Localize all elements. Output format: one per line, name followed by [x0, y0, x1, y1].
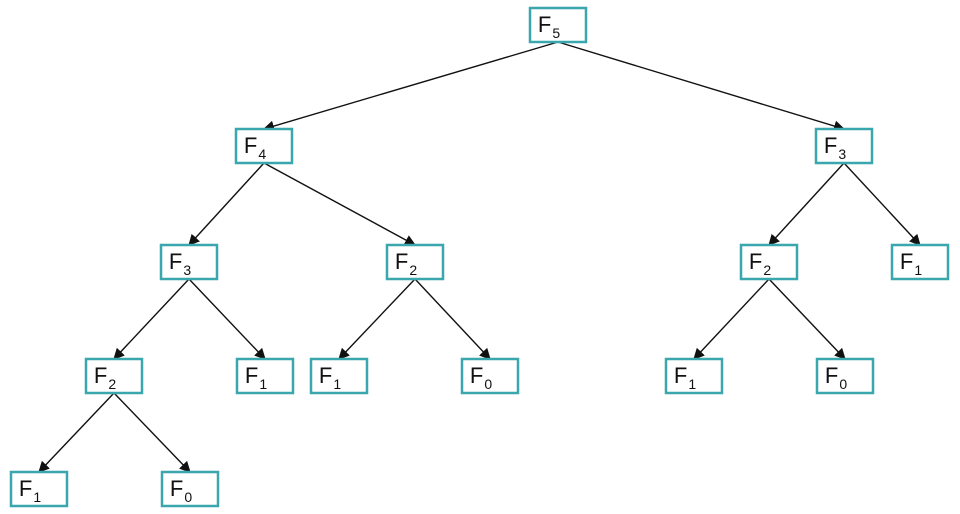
node-box — [814, 127, 874, 165]
node-label-base: F — [824, 133, 837, 158]
tree-node: F5 — [528, 6, 588, 44]
node-label-base: F — [395, 249, 408, 274]
edge-n3-n7 — [843, 162, 921, 246]
tree-node: F0 — [815, 357, 875, 395]
edge-n1-n2 — [262, 41, 559, 132]
tree-node: F0 — [460, 357, 520, 395]
node-label-base: F — [19, 476, 32, 501]
edge-n8-n14 — [38, 392, 115, 473]
edges — [38, 41, 921, 473]
node-label-subscript: 2 — [763, 262, 771, 278]
edge-n6-n13 — [768, 278, 846, 360]
node-label-subscript: 1 — [259, 376, 267, 392]
tree-node: F2 — [385, 243, 445, 281]
node-label-base: F — [169, 249, 182, 274]
node-box — [309, 357, 369, 395]
edge-n6-n12 — [693, 278, 770, 360]
node-label: F1 — [900, 249, 922, 278]
tree-node: F1 — [235, 357, 295, 395]
node-label-base: F — [470, 363, 483, 388]
node-box — [815, 357, 875, 395]
node-label-subscript: 1 — [333, 376, 341, 392]
node-label: F1 — [319, 363, 341, 392]
node-label: F1 — [245, 363, 267, 392]
node-label-base: F — [244, 133, 257, 158]
node-label: F0 — [825, 363, 847, 392]
node-label: F1 — [674, 363, 696, 392]
node-label-subscript: 0 — [484, 376, 492, 392]
tree-node: F2 — [739, 243, 799, 281]
tree-node: F2 — [84, 357, 144, 395]
tree-node: F1 — [9, 470, 69, 508]
edge-n2-n4 — [188, 162, 265, 246]
node-label: F1 — [19, 476, 41, 505]
node-label-subscript: 3 — [183, 262, 191, 278]
node-box — [385, 243, 445, 281]
node-label-subscript: 0 — [184, 489, 192, 505]
node-box — [739, 243, 799, 281]
edge-n3-n6 — [768, 162, 845, 246]
node-label: F3 — [824, 133, 846, 162]
node-label: F3 — [169, 249, 191, 278]
node-box — [235, 357, 295, 395]
edge-n2-n5 — [263, 162, 416, 246]
node-label-base: F — [538, 12, 551, 37]
node-label: F0 — [170, 476, 192, 505]
edge-n5-n11 — [414, 278, 491, 360]
node-label-subscript: 4 — [258, 146, 266, 162]
node-box — [159, 243, 219, 281]
edge-n4-n8 — [113, 278, 190, 360]
node-box — [664, 357, 724, 395]
node-label: F2 — [395, 249, 417, 278]
node-label-base: F — [94, 363, 107, 388]
node-label: F2 — [749, 249, 771, 278]
tree-node: F3 — [814, 127, 874, 165]
tree-node: F3 — [159, 243, 219, 281]
node-box — [890, 243, 950, 281]
edge-n5-n10 — [338, 278, 416, 360]
node-label-base: F — [825, 363, 838, 388]
node-label-subscript: 1 — [33, 489, 41, 505]
node-label-subscript: 3 — [838, 146, 846, 162]
node-label-subscript: 1 — [688, 376, 696, 392]
tree-node: F1 — [309, 357, 369, 395]
node-label-subscript: 0 — [839, 376, 847, 392]
node-label-base: F — [170, 476, 183, 501]
edge-n4-n9 — [188, 278, 266, 360]
node-label-subscript: 1 — [914, 262, 922, 278]
node-label-subscript: 2 — [409, 262, 417, 278]
node-label-base: F — [245, 363, 258, 388]
tree-node: F1 — [890, 243, 950, 281]
node-box — [234, 127, 294, 165]
edge-n1-n3 — [557, 41, 846, 132]
node-box — [528, 6, 588, 44]
edge-n8-n15 — [113, 392, 191, 473]
node-box — [460, 357, 520, 395]
node-label-base: F — [900, 249, 913, 274]
node-label-base: F — [674, 363, 687, 388]
node-label-base: F — [749, 249, 762, 274]
tree-node: F0 — [160, 470, 220, 508]
node-box — [160, 470, 220, 508]
node-label: F4 — [244, 133, 266, 162]
node-label-subscript: 5 — [552, 25, 560, 41]
node-box — [84, 357, 144, 395]
node-box — [9, 470, 69, 508]
node-label: F5 — [538, 12, 560, 41]
node-label-subscript: 2 — [108, 376, 116, 392]
node-label: F0 — [470, 363, 492, 392]
node-label-base: F — [319, 363, 332, 388]
tree-node: F1 — [664, 357, 724, 395]
tree-node: F4 — [234, 127, 294, 165]
node-label: F2 — [94, 363, 116, 392]
